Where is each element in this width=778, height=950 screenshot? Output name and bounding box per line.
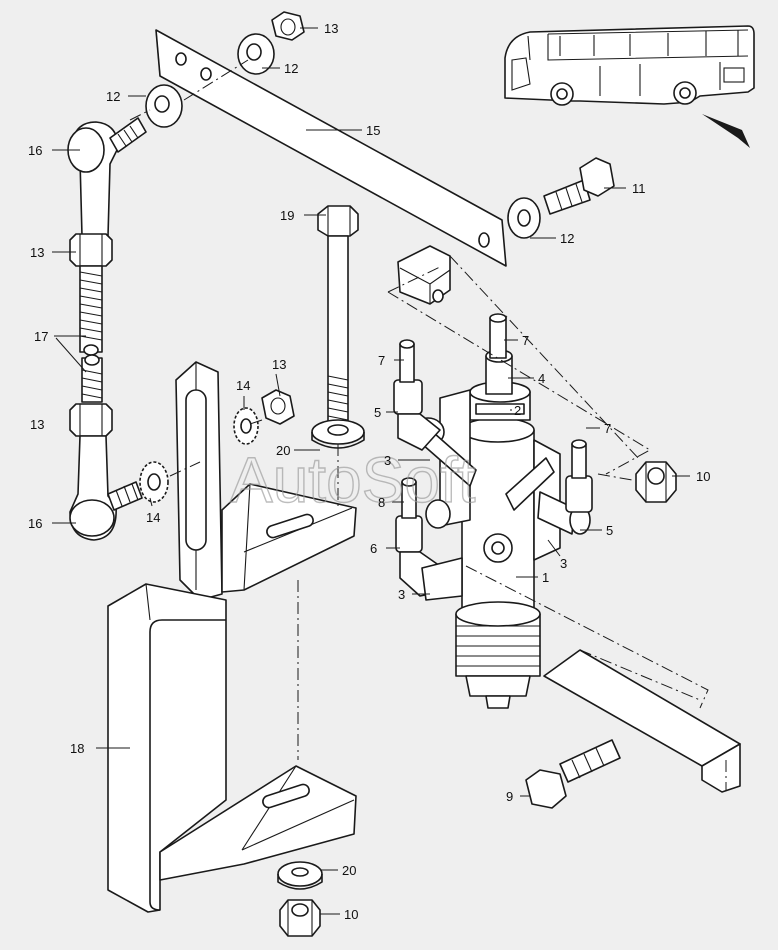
callout-2-housing: 2 [514,403,521,418]
mounting-bracket-18 [107,361,357,913]
lock-washer-14-right [233,407,259,445]
level-valve-1 [393,313,593,709]
link-bar-15 [155,29,507,267]
callout-16-lower-joint: 16 [28,516,42,531]
callout-12-left-washer: 12 [106,89,120,104]
callout-3-right-port: 3 [560,556,567,571]
callout-19-long-bolt: 19 [280,208,294,223]
hex-nut-13-top [271,11,305,41]
callout-9-bolt: 9 [506,789,513,804]
callout-1-valve: 1 [542,570,549,585]
callout-12-right-washer: 12 [560,231,574,246]
callout-15-bar: 15 [366,123,380,138]
callout-13-lower-rod-nut: 13 [30,417,44,432]
watermark: AutoSoft [230,444,476,516]
callout-3-lever: 3 [384,453,391,468]
washer-12-right [507,197,541,239]
long-bolt-19 [317,205,359,427]
callout-13-bracket-nut: 13 [272,357,286,372]
callout-20-upper-washer: 20 [276,443,290,458]
callout-3-lower-port: 3 [398,587,405,602]
alignment-lines [129,59,727,790]
direction-arrow-icon [702,114,750,148]
callout-7-top-hose: 7 [522,333,529,348]
bolt-11 [543,157,615,215]
callout-14-bracket-washer: 14 [236,378,250,393]
washer-12-top [237,33,275,75]
callout-7-right-hose: 7 [604,421,611,436]
callout-4-stem: 4 [538,371,545,386]
angle-bracket [543,649,741,793]
callout-13-upper-rod-nut: 13 [30,245,44,260]
callout-6-lower-fitting: 6 [370,541,377,556]
callout-10-lower-nut: 10 [344,907,358,922]
leader-lines [52,27,690,915]
callout-labels: 13 12 12 16 15 11 12 19 13 17 7 7 4 2 5 … [28,21,710,922]
callout-18-bracket: 18 [70,741,84,756]
coach-bus-icon [504,25,755,106]
callout-5-right-fitting: 5 [606,523,613,538]
bolt-9 [525,739,621,809]
callout-11-bolt: 11 [632,181,646,196]
linkage-rod-assembly [67,117,147,541]
callout-13-top-nut: 13 [324,21,338,36]
callout-8-lower-hose: 8 [378,495,385,510]
callout-20-lower-washer: 20 [342,863,356,878]
callout-7-left-hose: 7 [378,353,385,368]
hex-nut-10-right [635,461,677,503]
callout-14-left-washer: 14 [146,510,160,525]
washer-20-lower [277,861,323,890]
hex-nut-13-bracket [261,389,295,425]
hex-nut-10-lower [279,899,321,937]
washer-12-left [145,84,183,128]
callout-10-right-nut: 10 [696,469,710,484]
callout-5-left-fitting: 5 [374,405,381,420]
lock-washer-14-left [139,461,169,503]
callout-17-threaded-rod: 17 [34,329,48,344]
callout-16-upper-joint: 16 [28,143,42,158]
callout-12-top-washer: 12 [284,61,298,76]
